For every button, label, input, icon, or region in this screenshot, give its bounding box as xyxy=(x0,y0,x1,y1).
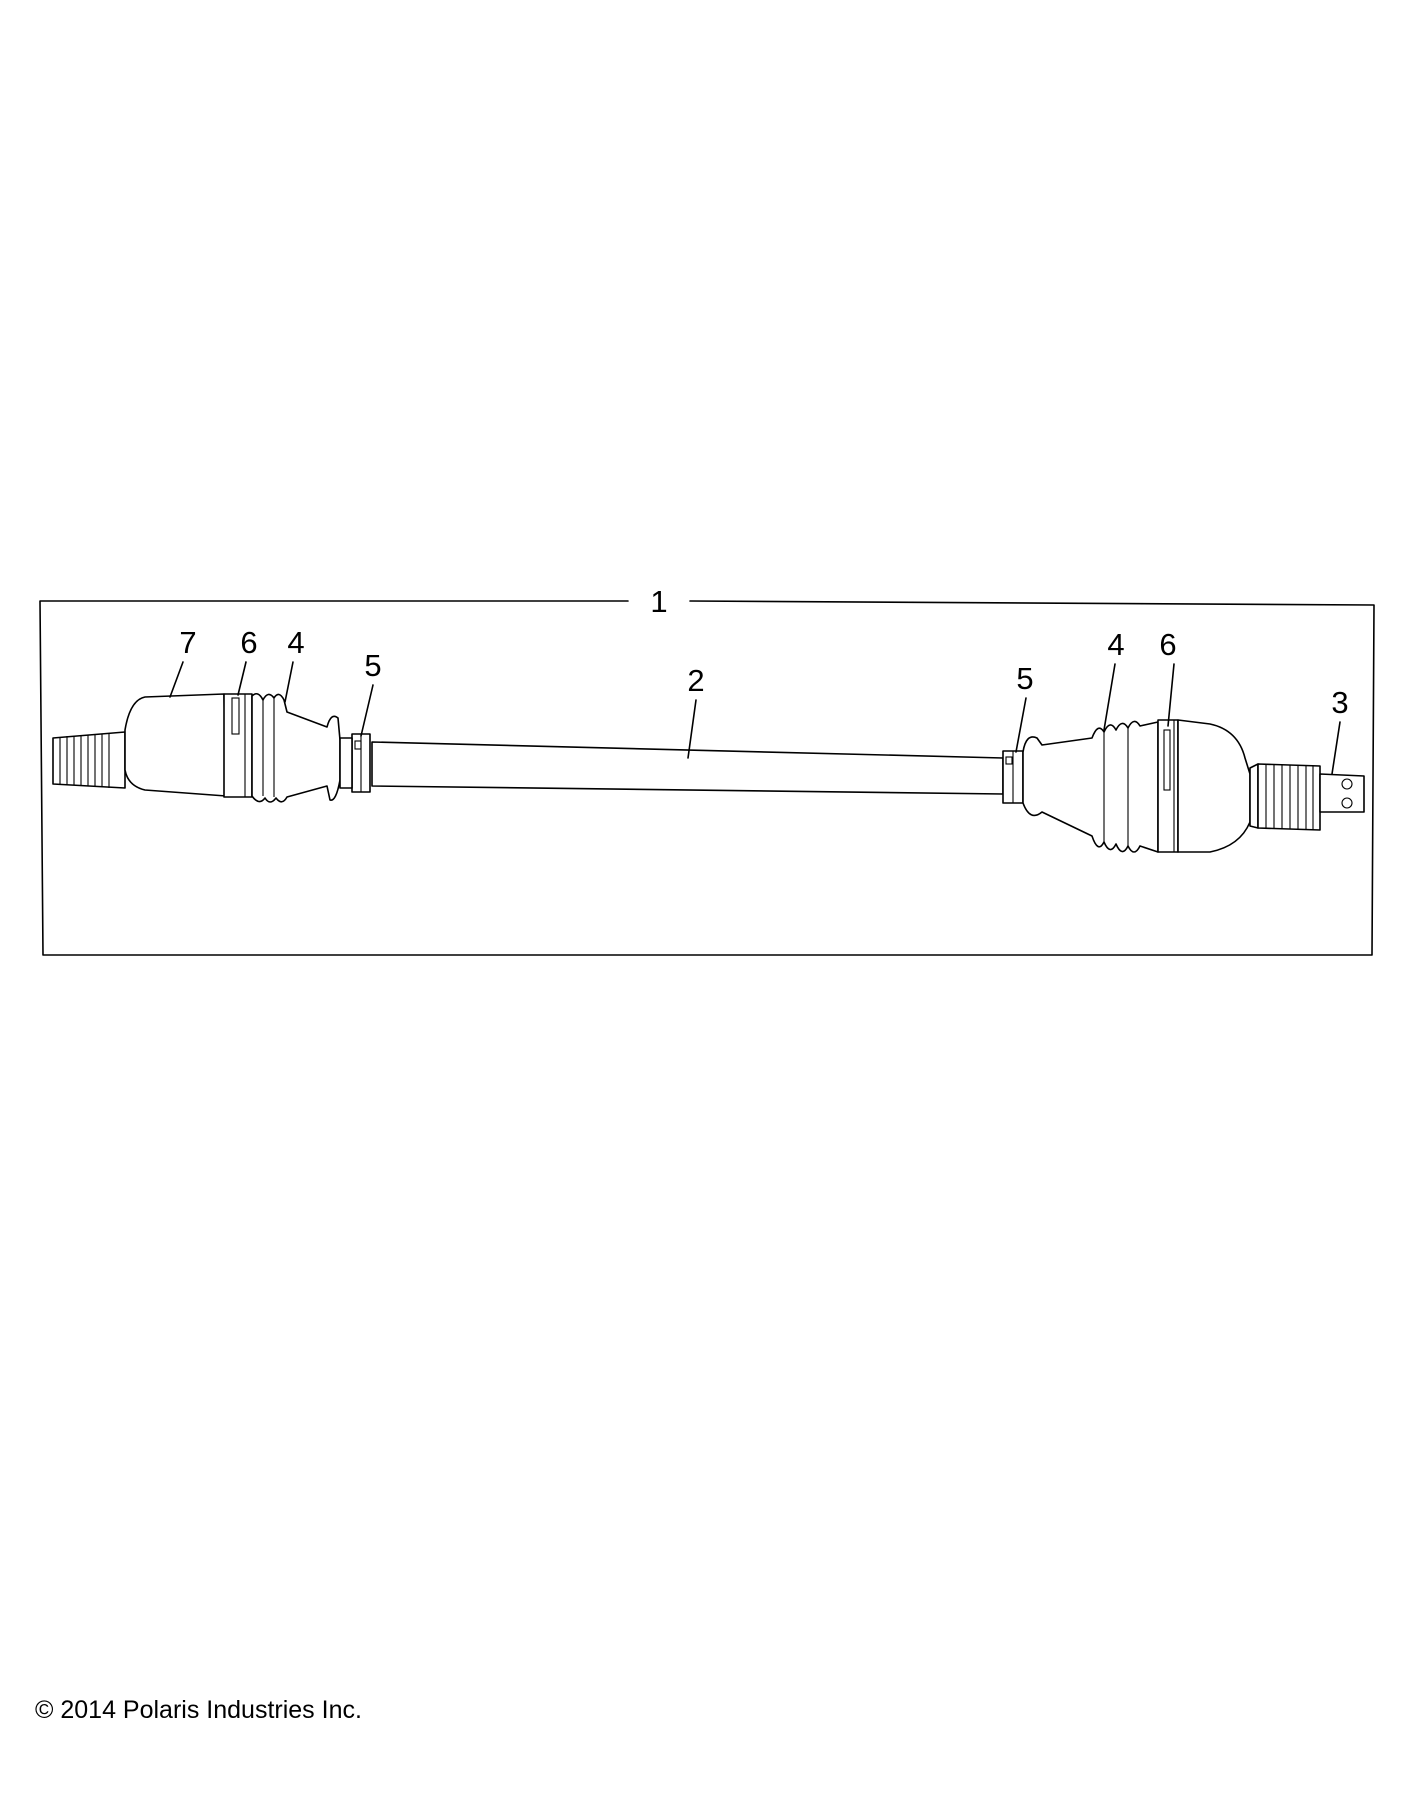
large-clamp-left xyxy=(223,693,253,798)
axle-shaft xyxy=(371,741,1004,795)
assembly-frame xyxy=(39,600,1375,956)
leader-lines xyxy=(169,661,1341,775)
large-clamp-right xyxy=(1157,719,1179,853)
inner-spline xyxy=(59,733,110,788)
callout-1-assembly: 1 xyxy=(650,584,667,619)
callout-2-shaft: 2 xyxy=(687,663,704,698)
callout-5-clamp-right: 5 xyxy=(1016,661,1033,696)
inner-cv-joint xyxy=(52,692,371,803)
copyright-notice: © 2014 Polaris Industries Inc. xyxy=(35,1696,362,1724)
cv-housing xyxy=(124,693,227,797)
stub-shaft-tip xyxy=(1319,773,1365,813)
boot-left xyxy=(251,692,341,803)
outer-housing xyxy=(1177,719,1251,853)
callout-4-boot-left: 4 xyxy=(287,625,304,660)
callout-4-boot-right: 4 xyxy=(1107,627,1124,662)
callout-6-clamp-left: 6 xyxy=(240,625,257,660)
outer-cv-joint xyxy=(1002,719,1365,853)
boot-right xyxy=(1022,720,1159,853)
callout-6-clamp-right: 6 xyxy=(1159,627,1176,662)
outer-spline xyxy=(1257,763,1321,831)
callout-5-clamp-left: 5 xyxy=(364,648,381,683)
callouts: 1 7 6 4 5 2 5 4 6 3 xyxy=(179,584,1348,720)
callout-7-housing: 7 xyxy=(179,625,196,660)
callout-3-stub-shaft: 3 xyxy=(1331,685,1348,720)
